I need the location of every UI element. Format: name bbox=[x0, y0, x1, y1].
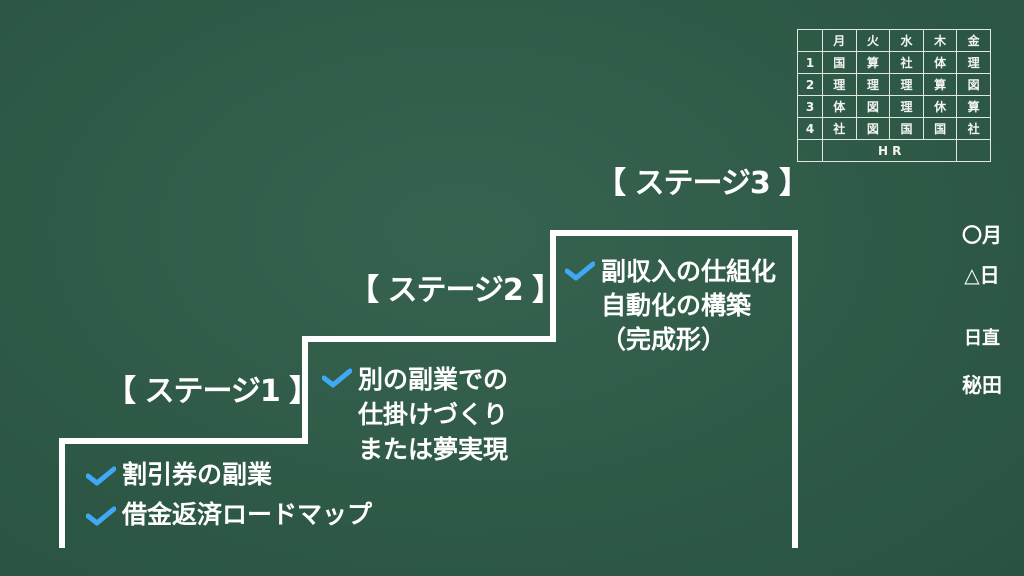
timetable-cell: 国 bbox=[889, 117, 924, 140]
timetable-cell: 図 bbox=[855, 117, 891, 140]
timetable-cell: 体 bbox=[822, 95, 857, 118]
timetable-row: 3 体 図 理 休 算 bbox=[797, 95, 991, 118]
stage-3-item-1-label: 副収入の仕組化 自動化の構築 （完成形） bbox=[601, 257, 777, 354]
timetable-footer-end bbox=[956, 139, 991, 162]
timetable-cell: 算 bbox=[922, 73, 958, 96]
timetable-cell: 国 bbox=[922, 117, 958, 140]
duty-label: 日直 bbox=[964, 328, 1000, 349]
stage-1-item-1-label: 割引券の副業 bbox=[122, 460, 273, 489]
timetable-cell: 体 bbox=[922, 51, 958, 74]
stage-2-item-1-label: 別の副業での 仕掛けづくり または夢実現 bbox=[358, 365, 509, 464]
stage-1-item-2-label: 借金返済ロードマップ bbox=[122, 500, 373, 529]
timetable-cell: 社 bbox=[889, 51, 924, 74]
timetable-period: 4 bbox=[797, 117, 823, 140]
timetable-footer-corner bbox=[797, 139, 823, 162]
checkmark-icon bbox=[86, 466, 116, 486]
timetable-row: 4 社 図 国 国 社 bbox=[797, 117, 991, 140]
timetable-cell: 理 bbox=[889, 95, 924, 118]
timetable-cell: 休 bbox=[922, 95, 958, 118]
timetable-day: 月 bbox=[822, 29, 857, 52]
timetable-cell: 社 bbox=[956, 117, 991, 140]
timetable-footer-row: H R bbox=[797, 139, 991, 162]
timetable-homeroom: H R bbox=[821, 139, 958, 162]
stage-3-title: 【 ステージ3 】 bbox=[596, 166, 809, 201]
date-month: 〇月 bbox=[962, 223, 1002, 247]
timetable-day: 水 bbox=[889, 29, 924, 52]
timetable-cell: 理 bbox=[855, 73, 891, 96]
timetable-cell: 社 bbox=[822, 117, 857, 140]
date-day: △日 bbox=[964, 263, 1000, 287]
timetable-cell: 算 bbox=[956, 95, 991, 118]
timetable-period: 3 bbox=[797, 95, 823, 118]
timetable-day: 金 bbox=[956, 29, 991, 52]
timetable-day: 火 bbox=[855, 29, 891, 52]
timetable-row: 1 国 算 社 体 理 bbox=[797, 51, 991, 74]
stage-2-title: 【 ステージ2 】 bbox=[349, 273, 562, 308]
timetable-cell: 理 bbox=[822, 73, 857, 96]
timetable-cell: 図 bbox=[855, 95, 891, 118]
checkmark-icon bbox=[565, 261, 595, 281]
timetable-day: 木 bbox=[922, 29, 958, 52]
timetable-corner bbox=[797, 29, 823, 52]
checkmark-icon bbox=[322, 368, 352, 388]
checkmark-icon bbox=[86, 506, 116, 526]
timetable-row: 2 理 理 理 算 図 bbox=[797, 73, 991, 96]
timetable-cell: 理 bbox=[956, 51, 991, 74]
timetable-cell: 算 bbox=[855, 51, 891, 74]
stage-1-title: 【 ステージ1 】 bbox=[106, 374, 319, 409]
timetable: 月 火 水 木 金 1 国 算 社 体 理 2 理 理 理 算 図 3 体 図 … bbox=[797, 29, 991, 162]
timetable-period: 1 bbox=[797, 51, 823, 74]
timetable-cell: 国 bbox=[822, 51, 857, 74]
timetable-period: 2 bbox=[797, 73, 823, 96]
timetable-cell: 図 bbox=[956, 73, 991, 96]
timetable-cell: 理 bbox=[889, 73, 924, 96]
duty-name: 秘田 bbox=[962, 373, 1002, 397]
timetable-header-row: 月 火 水 木 金 bbox=[797, 29, 991, 52]
